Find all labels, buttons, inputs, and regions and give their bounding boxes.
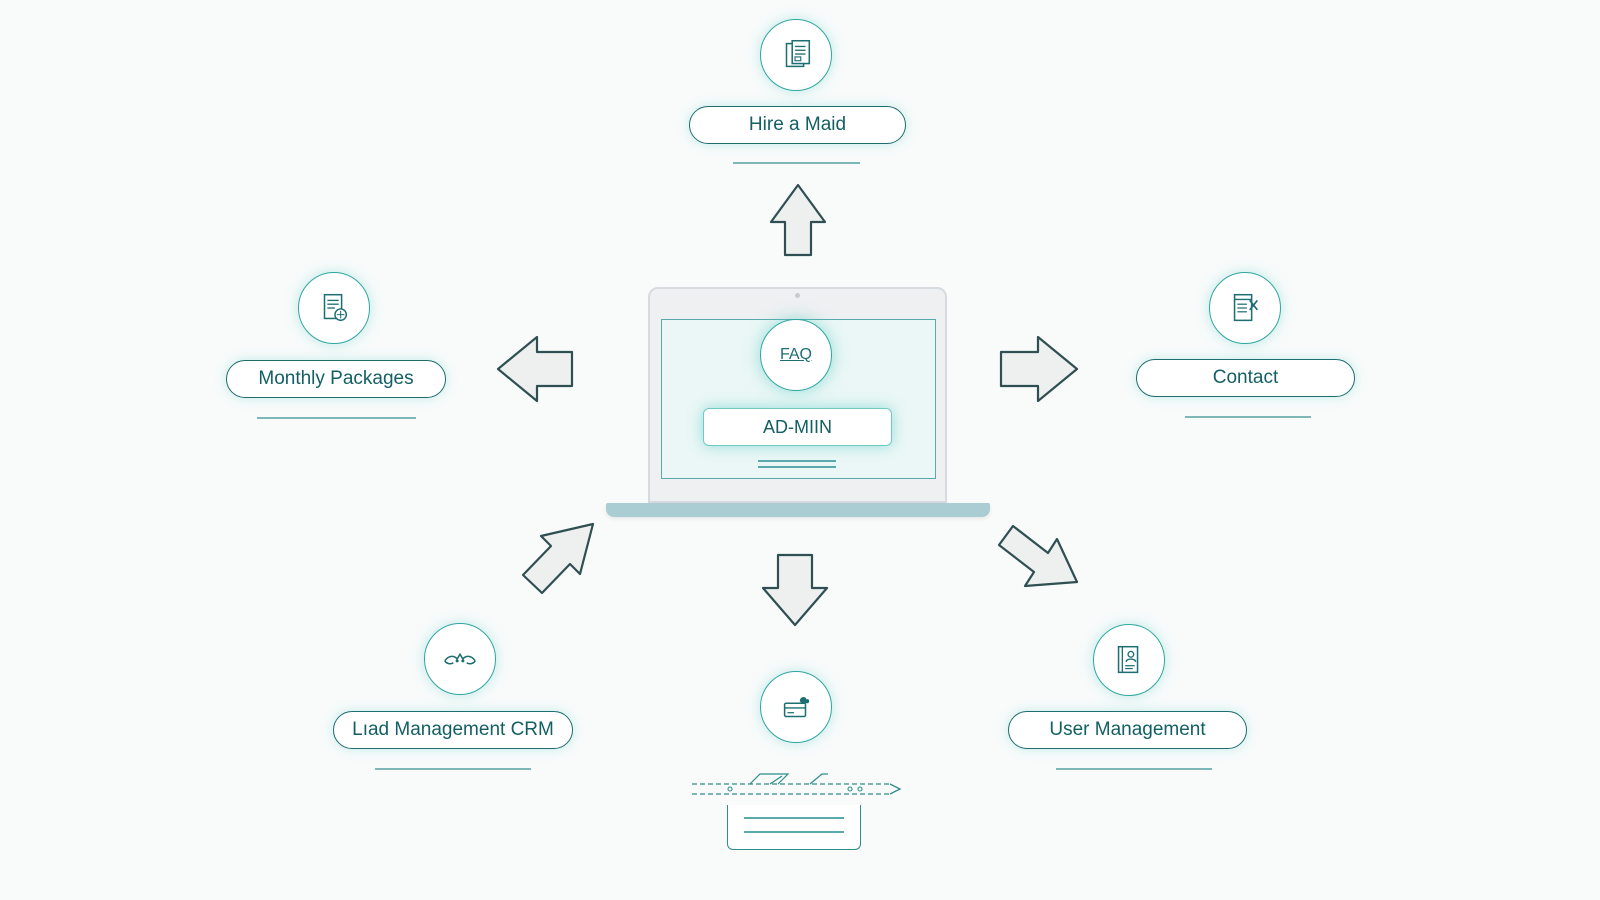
arrow-diagonal-down-right — [996, 520, 1080, 595]
arrow-diagonal-up-right-graphic — [521, 522, 595, 595]
payment-card-icon[interactable] — [760, 671, 832, 743]
hire-a-maid-underline — [733, 162, 860, 164]
faq-button[interactable]: FAQ — [760, 319, 832, 391]
arrow-up-graphic — [769, 183, 827, 257]
arrow-diagonal-down-right-graphic — [997, 524, 1079, 588]
laptop-camera — [795, 293, 800, 298]
monthly-packages-button[interactable]: Monthly Packages — [226, 360, 446, 398]
arrow-right-graphic — [999, 335, 1079, 403]
laptop-base — [606, 503, 990, 517]
bottom-dashed-track — [690, 770, 902, 800]
lead-management-crm-button[interactable]: Lıad Management CRM — [333, 711, 573, 749]
arrow-down — [760, 552, 830, 633]
contact-form-icon[interactable] — [1209, 272, 1281, 344]
contact-underline — [1185, 416, 1311, 418]
arrow-up — [767, 182, 829, 263]
screen-divider-line — [758, 466, 836, 468]
arrow-left — [495, 334, 575, 409]
lead-management-crm-underline — [375, 768, 531, 770]
package-document-icon-graphic — [323, 293, 348, 322]
admin-label: AD-MIIN — [763, 416, 832, 437]
user-book-icon-graphic — [1117, 645, 1139, 674]
arrow-diagonal-up-right — [518, 520, 598, 603]
arrow-right — [998, 334, 1080, 409]
user-management-button[interactable]: User Management — [1008, 711, 1247, 749]
faq-label: FAQ — [779, 346, 812, 363]
package-document-icon[interactable] — [298, 272, 370, 344]
arrow-left-graphic — [496, 335, 574, 403]
monthly-packages-underline — [257, 417, 416, 419]
document-icon-graphic — [785, 39, 811, 68]
contact-label: Contact — [1212, 367, 1279, 388]
hire-a-maid-button[interactable]: Hire a Maid — [689, 106, 906, 144]
screen-divider-line — [758, 460, 836, 462]
dashed-track-graphic — [692, 773, 902, 795]
contact-button[interactable]: Contact — [1136, 359, 1355, 397]
hire-a-maid-label: Hire a Maid — [748, 114, 847, 135]
lead-management-crm-label: Lıad Management CRM — [352, 719, 554, 740]
bottom-document-box — [727, 805, 861, 850]
admin-button[interactable]: AD-MIIN — [703, 408, 892, 446]
arrow-down-graphic — [761, 553, 829, 627]
user-management-underline — [1056, 768, 1212, 770]
handshake-icon-graphic — [444, 652, 476, 665]
document-icon[interactable] — [760, 19, 832, 91]
user-management-label: User Management — [1049, 719, 1206, 740]
doc-line — [744, 817, 844, 819]
contact-form-icon-graphic — [1233, 293, 1259, 322]
user-book-icon[interactable] — [1093, 624, 1165, 696]
payment-card-icon-graphic — [783, 697, 810, 718]
handshake-icon[interactable] — [424, 623, 496, 695]
doc-line — [744, 831, 844, 833]
monthly-packages-label: Monthly Packages — [258, 368, 414, 389]
